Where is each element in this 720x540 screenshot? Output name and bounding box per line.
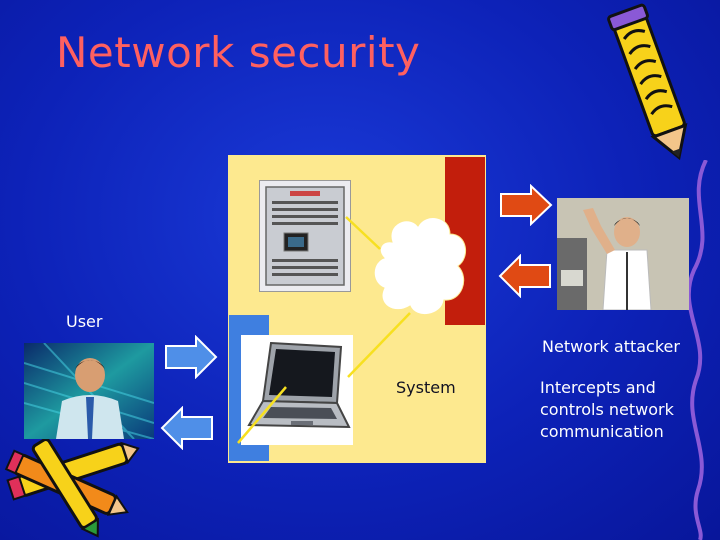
- arrow-right-icon: [165, 335, 218, 379]
- user-label: User: [66, 312, 103, 331]
- system-label: System: [396, 378, 456, 397]
- pencils-bundle-icon: [4, 438, 140, 538]
- attacker-description-line: Intercepts and: [540, 378, 656, 397]
- laptop-icon: [241, 335, 353, 445]
- server-icon: [259, 180, 351, 292]
- arrow-left-icon: [498, 254, 551, 298]
- connection-lines: [237, 216, 411, 444]
- attacker-description-line: communication: [540, 422, 664, 441]
- decorative-squiggle: [686, 160, 708, 540]
- attacker-description-line: controls network: [540, 400, 674, 419]
- slide-title: Network security: [56, 28, 421, 77]
- cloud-icon: [373, 217, 466, 315]
- attacker-photo: [557, 198, 689, 310]
- attacker-label: Network attacker: [542, 337, 680, 356]
- arrow-left-icon: [160, 406, 213, 450]
- pencil-icon: [607, 3, 688, 161]
- arrow-right-icon: [500, 184, 553, 226]
- user-photo: [24, 343, 154, 439]
